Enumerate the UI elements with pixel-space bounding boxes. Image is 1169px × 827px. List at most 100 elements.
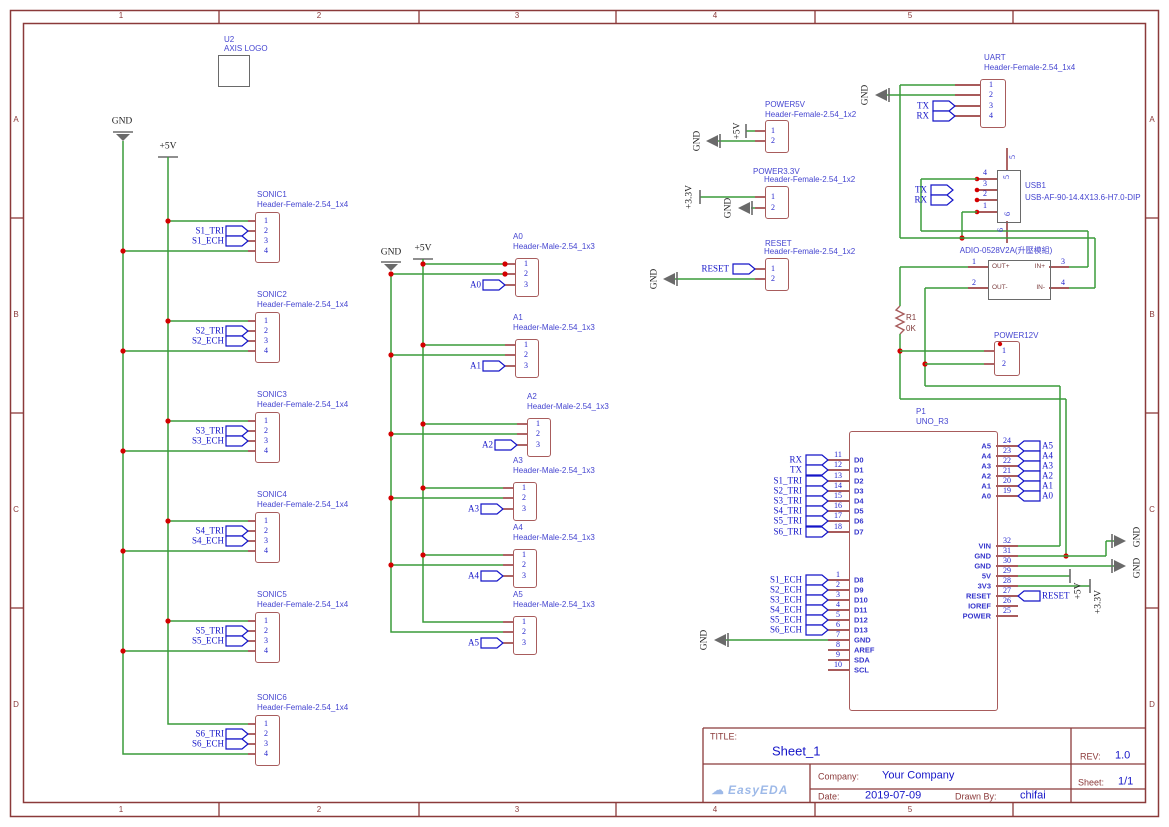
net-flag[interactable] bbox=[225, 335, 249, 347]
net-flag[interactable] bbox=[805, 574, 829, 586]
a2-header-box[interactable] bbox=[527, 418, 551, 457]
adio-box[interactable] bbox=[988, 260, 1051, 300]
net-flag[interactable] bbox=[482, 360, 506, 372]
a5-header-box[interactable] bbox=[513, 616, 537, 655]
a3-header-box[interactable] bbox=[513, 482, 537, 521]
a1-header-box[interactable] bbox=[515, 339, 539, 378]
pin-number: 22 bbox=[1003, 456, 1011, 465]
pin-number: 2 bbox=[264, 226, 268, 235]
pin-name: 3V3 bbox=[977, 581, 991, 591]
net-flag[interactable] bbox=[480, 637, 504, 649]
net-flag[interactable] bbox=[225, 435, 249, 447]
net-flag[interactable] bbox=[805, 614, 829, 626]
net-flag[interactable] bbox=[480, 503, 504, 515]
net-flag[interactable] bbox=[805, 604, 829, 616]
net-flag[interactable] bbox=[1017, 460, 1041, 472]
ground-arrow-icon[interactable] bbox=[714, 634, 726, 646]
a4-header-box[interactable] bbox=[513, 549, 537, 588]
resistor-r1[interactable] bbox=[894, 305, 906, 335]
net-flag[interactable] bbox=[225, 625, 249, 637]
net-flag-label: A5 bbox=[1042, 440, 1053, 451]
net-flag[interactable] bbox=[1017, 590, 1041, 602]
net-flag-ech-label: S3_ECH bbox=[191, 435, 224, 446]
net-flag[interactable] bbox=[805, 495, 829, 507]
net-flag[interactable] bbox=[494, 439, 518, 451]
a0-header-box[interactable] bbox=[515, 258, 539, 297]
net-flag-label: S6_ECH bbox=[769, 624, 802, 635]
border-row-label: B bbox=[1149, 310, 1155, 319]
power12v-box[interactable] bbox=[994, 341, 1020, 376]
net-flag[interactable] bbox=[1017, 450, 1041, 462]
net-flag[interactable] bbox=[225, 738, 249, 750]
net-flag[interactable] bbox=[930, 184, 954, 196]
net-flag[interactable] bbox=[225, 325, 249, 337]
power5v-box[interactable] bbox=[765, 120, 789, 153]
net-flag[interactable] bbox=[482, 279, 506, 291]
usb1-box[interactable] bbox=[997, 170, 1021, 223]
net-flag[interactable] bbox=[225, 225, 249, 237]
uart-box[interactable] bbox=[980, 79, 1006, 128]
net-flag[interactable] bbox=[225, 425, 249, 437]
pin-number: 14 bbox=[834, 481, 842, 490]
sheet-title[interactable]: Sheet_1 bbox=[772, 743, 821, 759]
net-flag[interactable] bbox=[1017, 490, 1041, 502]
sheet-value[interactable]: 1/1 bbox=[1118, 775, 1134, 788]
sonic6-box[interactable] bbox=[255, 715, 280, 766]
uart-part-label: Header-Female-2.54_1x4 bbox=[984, 63, 1076, 72]
net-flag[interactable] bbox=[805, 464, 829, 476]
power33-box[interactable] bbox=[765, 186, 789, 219]
pin-number: 4 bbox=[836, 600, 840, 609]
net-flag-label: S3_ECH bbox=[769, 594, 802, 605]
wire[interactable] bbox=[167, 157, 248, 725]
net-flag[interactable] bbox=[932, 100, 956, 112]
net-flag[interactable] bbox=[225, 235, 249, 247]
net-flag[interactable] bbox=[225, 635, 249, 647]
sonic1-box[interactable] bbox=[255, 212, 280, 263]
net-flag[interactable] bbox=[480, 570, 504, 582]
net-flag[interactable] bbox=[932, 110, 956, 122]
company-value[interactable]: Your Company bbox=[882, 769, 955, 782]
pin-number: 26 bbox=[1003, 596, 1011, 605]
wire[interactable] bbox=[122, 141, 248, 755]
drawn-by-value[interactable]: chifai bbox=[1020, 789, 1046, 802]
pin-number: 4 bbox=[264, 546, 268, 555]
net-flag[interactable] bbox=[225, 525, 249, 537]
net-flag[interactable] bbox=[1017, 470, 1041, 482]
ground-arrow-icon[interactable] bbox=[738, 202, 750, 214]
sonic4-box[interactable] bbox=[255, 512, 280, 563]
adio-pin-name: OUT+ bbox=[992, 262, 1010, 270]
ground-arrow-icon[interactable] bbox=[1114, 535, 1126, 547]
reset-header-box[interactable] bbox=[765, 258, 789, 291]
pin-number: 24 bbox=[1003, 436, 1011, 445]
net-flag[interactable] bbox=[805, 526, 829, 538]
uno-box[interactable] bbox=[849, 431, 998, 711]
ground-arrow-icon[interactable] bbox=[875, 89, 887, 101]
ground-arrow-icon[interactable] bbox=[663, 273, 675, 285]
net-flag[interactable] bbox=[805, 505, 829, 517]
sonic5-box[interactable] bbox=[255, 612, 280, 663]
net-flag[interactable] bbox=[1017, 440, 1041, 452]
net-flag[interactable] bbox=[805, 624, 829, 636]
rev-value[interactable]: 1.0 bbox=[1115, 749, 1131, 762]
net-flag-label: S4_TRI bbox=[773, 505, 802, 516]
net-flag[interactable] bbox=[225, 728, 249, 740]
u2-axis-logo-box[interactable] bbox=[218, 55, 250, 87]
net-flag[interactable] bbox=[805, 485, 829, 497]
net-flag[interactable] bbox=[805, 454, 829, 466]
wire[interactable] bbox=[390, 272, 503, 633]
ground-arrow-icon[interactable] bbox=[706, 135, 718, 147]
net-flag[interactable] bbox=[805, 475, 829, 487]
net-flag[interactable] bbox=[805, 594, 829, 606]
sonic2-box[interactable] bbox=[255, 312, 280, 363]
net-flag[interactable] bbox=[732, 263, 756, 275]
net-flag[interactable] bbox=[805, 584, 829, 596]
sonic3-box[interactable] bbox=[255, 412, 280, 463]
date-value[interactable]: 2019-07-09 bbox=[865, 789, 922, 802]
pin-name: POWER bbox=[962, 611, 991, 621]
net-flag[interactable] bbox=[805, 515, 829, 527]
net-flag[interactable] bbox=[930, 194, 954, 206]
net-flag[interactable] bbox=[225, 535, 249, 547]
wire[interactable] bbox=[422, 259, 503, 623]
net-flag[interactable] bbox=[1017, 480, 1041, 492]
ground-arrow-icon[interactable] bbox=[1114, 560, 1126, 572]
